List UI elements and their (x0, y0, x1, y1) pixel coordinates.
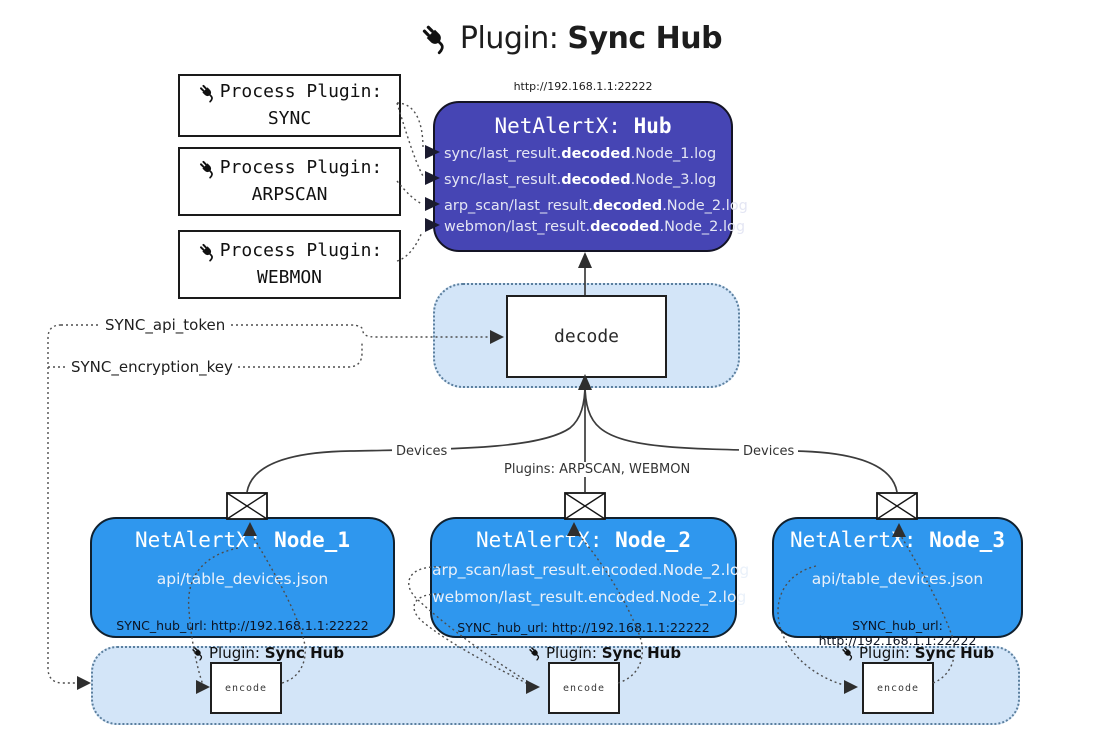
hub-log-line: arp_scan/last_result.decoded.Node_2.log (444, 198, 748, 214)
plug-icon (840, 645, 856, 661)
netalertx-node1-box: NetAlertX: Node_1 api/table_devices.json… (90, 517, 395, 638)
process-plugin-label: Process Plugin: (219, 81, 383, 103)
encode-step-box: encode (862, 662, 934, 714)
node-file-line: api/table_devices.json (156, 570, 329, 588)
hub-url: http://192.168.1.1:22222 (513, 80, 653, 93)
plugins-arpscan-webmon-label: Plugins: ARPSCAN, WEBMON (500, 462, 695, 477)
hub-title-prefix: NetAlertX: (494, 114, 634, 138)
devices-left-label: Devices (392, 444, 452, 459)
hub-log-line: sync/last_result.decoded.Node_1.log (444, 146, 717, 162)
process-plugin-arpscan-box: Process Plugin: ARPSCAN (178, 147, 401, 216)
node-hub-url: SYNC_hub_url: http://192.168.1.1:22222 (457, 620, 710, 635)
node-file-line: arp_scan/last_result.encoded.Node_2.log (432, 561, 750, 579)
node-title: NetAlertX: Node_3 (790, 528, 1005, 552)
node-file-line: webmon/last_result.encoded.Node_2.log (432, 588, 747, 606)
netalertx-hub-box: NetAlertX: Hub sync/last_result.decoded.… (433, 101, 748, 252)
process-plugin-name: SYNC (267, 107, 312, 129)
node-title: NetAlertX: Node_2 (476, 528, 691, 552)
hub-title: NetAlertX: Hub (435, 114, 731, 138)
plug-icon (197, 241, 218, 262)
process-plugin-label: Process Plugin: (219, 157, 383, 179)
page-title: Plugin: Sync Hub (400, 16, 740, 60)
encode-step-box: encode (210, 662, 282, 714)
process-plugin-label: Process Plugin: (219, 240, 383, 262)
hub-log-line: webmon/last_result.decoded.Node_2.log (444, 219, 746, 235)
node-file-line: api/table_devices.json (811, 570, 984, 588)
plug-icon (197, 82, 218, 103)
sync-encryption-key-label: SYNC_encryption_key (66, 358, 238, 376)
plug-icon (197, 158, 218, 179)
title-bold: Sync Hub (567, 20, 723, 56)
plug-icon (190, 645, 206, 661)
hub-title-bold: Hub (633, 114, 672, 138)
process-plugin-sync-box: Process Plugin: SYNC (178, 74, 401, 137)
plug-icon (418, 21, 452, 55)
sync-api-token-label: SYNC_api_token (100, 316, 231, 334)
encode-step-box: encode (548, 662, 620, 714)
envelope-icon (226, 492, 268, 520)
plug-icon (527, 645, 543, 661)
process-plugin-name: WEBMON (256, 266, 323, 288)
envelope-icon (564, 492, 606, 520)
page-title-text: Plugin: Sync Hub (459, 20, 723, 56)
process-plugin-webmon-box: Process Plugin: WEBMON (178, 230, 401, 299)
envelope-icon (876, 492, 918, 520)
sync-hub-plugin-label: Plugin: Sync Hub (190, 644, 344, 662)
process-plugin-name: ARPSCAN (251, 183, 328, 205)
devices-right-label: Devices (739, 444, 799, 459)
title-prefix: Plugin: (459, 20, 568, 56)
hub-log-line: sync/last_result.decoded.Node_3.log (444, 172, 717, 188)
decode-step-box: decode (506, 295, 667, 378)
node-title: NetAlertX: Node_1 (135, 528, 350, 552)
netalertx-node2-box: NetAlertX: Node_2 arp_scan/last_result.e… (430, 517, 750, 638)
sync-hub-plugin-label: Plugin: Sync Hub (527, 644, 681, 662)
sync-hub-plugin-label: Plugin: Sync Hub (840, 644, 994, 662)
node-hub-url: SYNC_hub_url: http://192.168.1.1:22222 (116, 618, 369, 633)
netalertx-node3-box: NetAlertX: Node_3 api/table_devices.json… (772, 517, 1023, 648)
